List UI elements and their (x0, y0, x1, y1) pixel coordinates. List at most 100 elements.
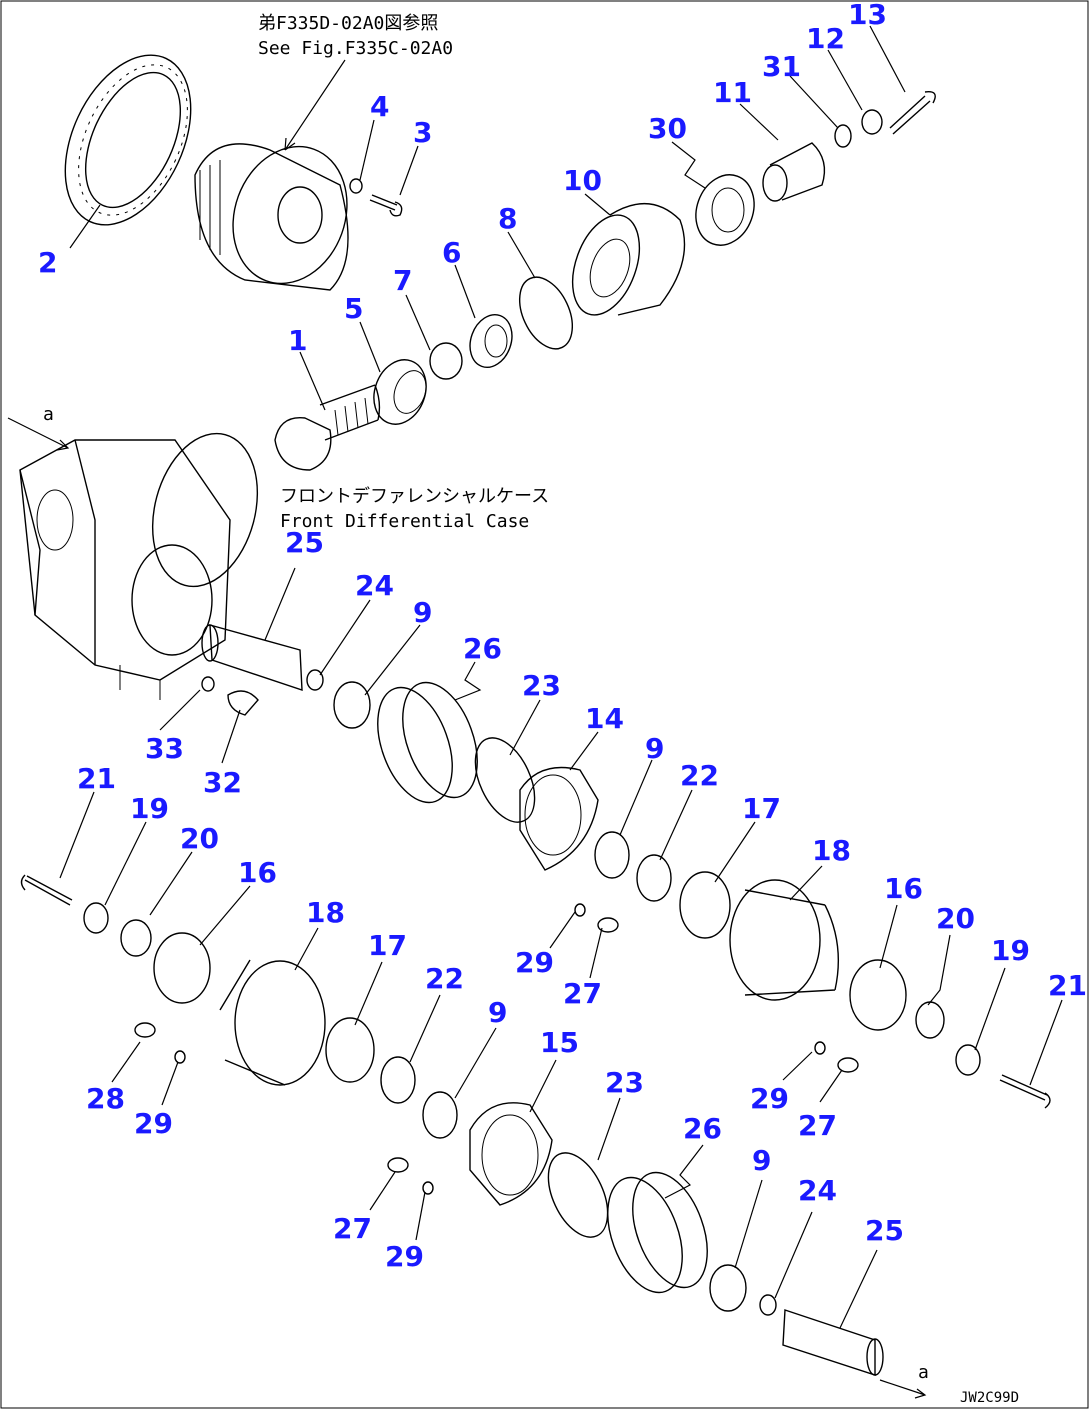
part-bearing-9-a (333, 681, 371, 729)
part-axle-shaft-25-lower (782, 1309, 884, 1376)
part-washer-29-left (174, 1050, 186, 1064)
arrow-a-top (7, 417, 70, 451)
callout-26-bottom: 26 (683, 1112, 722, 1145)
part-washer-29-mid (574, 903, 586, 917)
callout-30: 30 (648, 112, 687, 145)
callout-23-bottom: 23 (605, 1066, 644, 1099)
part-bolt-13 (889, 91, 936, 135)
part-bearing-5 (373, 359, 427, 425)
part-cage-10 (571, 203, 686, 316)
part-snap-ring-24-upper (306, 669, 324, 691)
part-o-ring-31 (834, 124, 852, 148)
callout-7: 7 (393, 264, 412, 297)
callout-27-lower: 27 (333, 1212, 372, 1245)
part-pinion-shaft (274, 384, 381, 471)
part-o-ring-23-lower (547, 1152, 609, 1238)
callout-18-right: 18 (812, 834, 851, 867)
arrow-a-bottom (879, 1379, 927, 1399)
part-ring-gear (64, 54, 192, 226)
callout-29-mid: 29 (515, 946, 554, 979)
part-housing-18-right (729, 879, 839, 1001)
callout-29-left: 29 (134, 1107, 173, 1140)
callout-3: 3 (413, 116, 432, 149)
part-washer-4 (349, 178, 363, 194)
callout-16-right: 16 (884, 872, 923, 905)
callout-5: 5 (344, 292, 363, 325)
callout-9-a: 9 (413, 596, 432, 629)
part-shims-26-upper (377, 686, 453, 804)
part-washer-29-lower (422, 1181, 434, 1195)
callout-19-right: 19 (991, 934, 1030, 967)
part-snap-ring-24-lower (759, 1294, 777, 1316)
part-o-ring-8 (518, 276, 574, 350)
reference-leader (284, 59, 346, 151)
callout-9-c: 9 (488, 996, 507, 1029)
part-washer-19-right (955, 1044, 981, 1076)
callout-4: 4 (370, 90, 389, 123)
callout-12: 12 (806, 22, 845, 55)
callout-20-left: 20 (180, 822, 219, 855)
part-bolt-28 (134, 1022, 156, 1038)
part-hub-16-left (153, 932, 211, 1004)
part-o-ring-23-upper (474, 737, 536, 823)
part-33 (201, 676, 215, 692)
callout-18-left: 18 (306, 896, 345, 929)
callout-33: 33 (145, 732, 184, 765)
callout-31: 31 (762, 50, 801, 83)
part-bearing-6 (469, 314, 513, 368)
part-seal-22-right (636, 854, 672, 902)
part-ring-17-right (679, 871, 731, 939)
part-bolt-27-right (837, 1057, 859, 1073)
callout-2: 2 (38, 246, 57, 279)
callout-24-bottom: 24 (798, 1174, 837, 1207)
callout-25-top: 25 (285, 526, 324, 559)
callout-8: 8 (498, 202, 517, 235)
callout-22-left: 22 (425, 962, 464, 995)
part-washer-19-left (83, 902, 109, 934)
callout-19-left: 19 (130, 792, 169, 825)
part-bolt-21-right (999, 1074, 1051, 1109)
callout-32: 32 (203, 766, 242, 799)
callout-6: 6 (442, 236, 461, 269)
part-differential-carrier (194, 143, 349, 291)
callout-23-top: 23 (522, 669, 561, 702)
callout-13: 13 (848, 0, 887, 31)
callouts: 1 2 3 4 5 6 7 8 10 30 11 31 12 13 25 24 … (38, 0, 1087, 1273)
part-seal-22-left (380, 1056, 416, 1104)
part-seal-30 (695, 174, 755, 246)
callout-29-right: 29 (750, 1082, 789, 1115)
callout-24-top: 24 (355, 569, 394, 602)
part-bearing-9-c (422, 1091, 458, 1139)
arrow-a-top-label: a (43, 404, 54, 425)
part-shims-26-lower (607, 1176, 683, 1294)
part-spacer-7 (429, 342, 463, 380)
part-washer-29-right (814, 1041, 826, 1055)
part-spacer-20-left (120, 919, 152, 957)
callout-14: 14 (585, 702, 624, 735)
part-32 (227, 690, 259, 716)
part-bolt-27-mid (597, 917, 619, 933)
callout-26-top: 26 (463, 632, 502, 665)
part-bolt-3 (369, 194, 403, 217)
callout-11: 11 (713, 76, 752, 109)
callout-10: 10 (563, 164, 602, 197)
part-retainer-15 (469, 1102, 553, 1206)
part-front-differential-case (19, 432, 259, 700)
part-bolt-21-left (20, 874, 73, 906)
reference-note-jp: 弟F335D-02A0図参照 (258, 13, 438, 34)
callout-25-bottom: 25 (865, 1214, 904, 1247)
callout-9-b: 9 (645, 732, 664, 765)
part-housing-18-left (219, 959, 326, 1086)
callout-28: 28 (86, 1082, 125, 1115)
part-hub-16-right (849, 959, 907, 1031)
callout-29-lower: 29 (385, 1240, 424, 1273)
part-spacer-20-right (915, 1001, 945, 1039)
callout-27-right: 27 (798, 1109, 837, 1142)
reference-note-en: See Fig.F335C-02A0 (258, 38, 453, 59)
callout-leaders (59, 25, 1063, 1329)
callout-15: 15 (540, 1026, 579, 1059)
case-label-jp: フロントデファレンシャルケース (280, 486, 549, 507)
